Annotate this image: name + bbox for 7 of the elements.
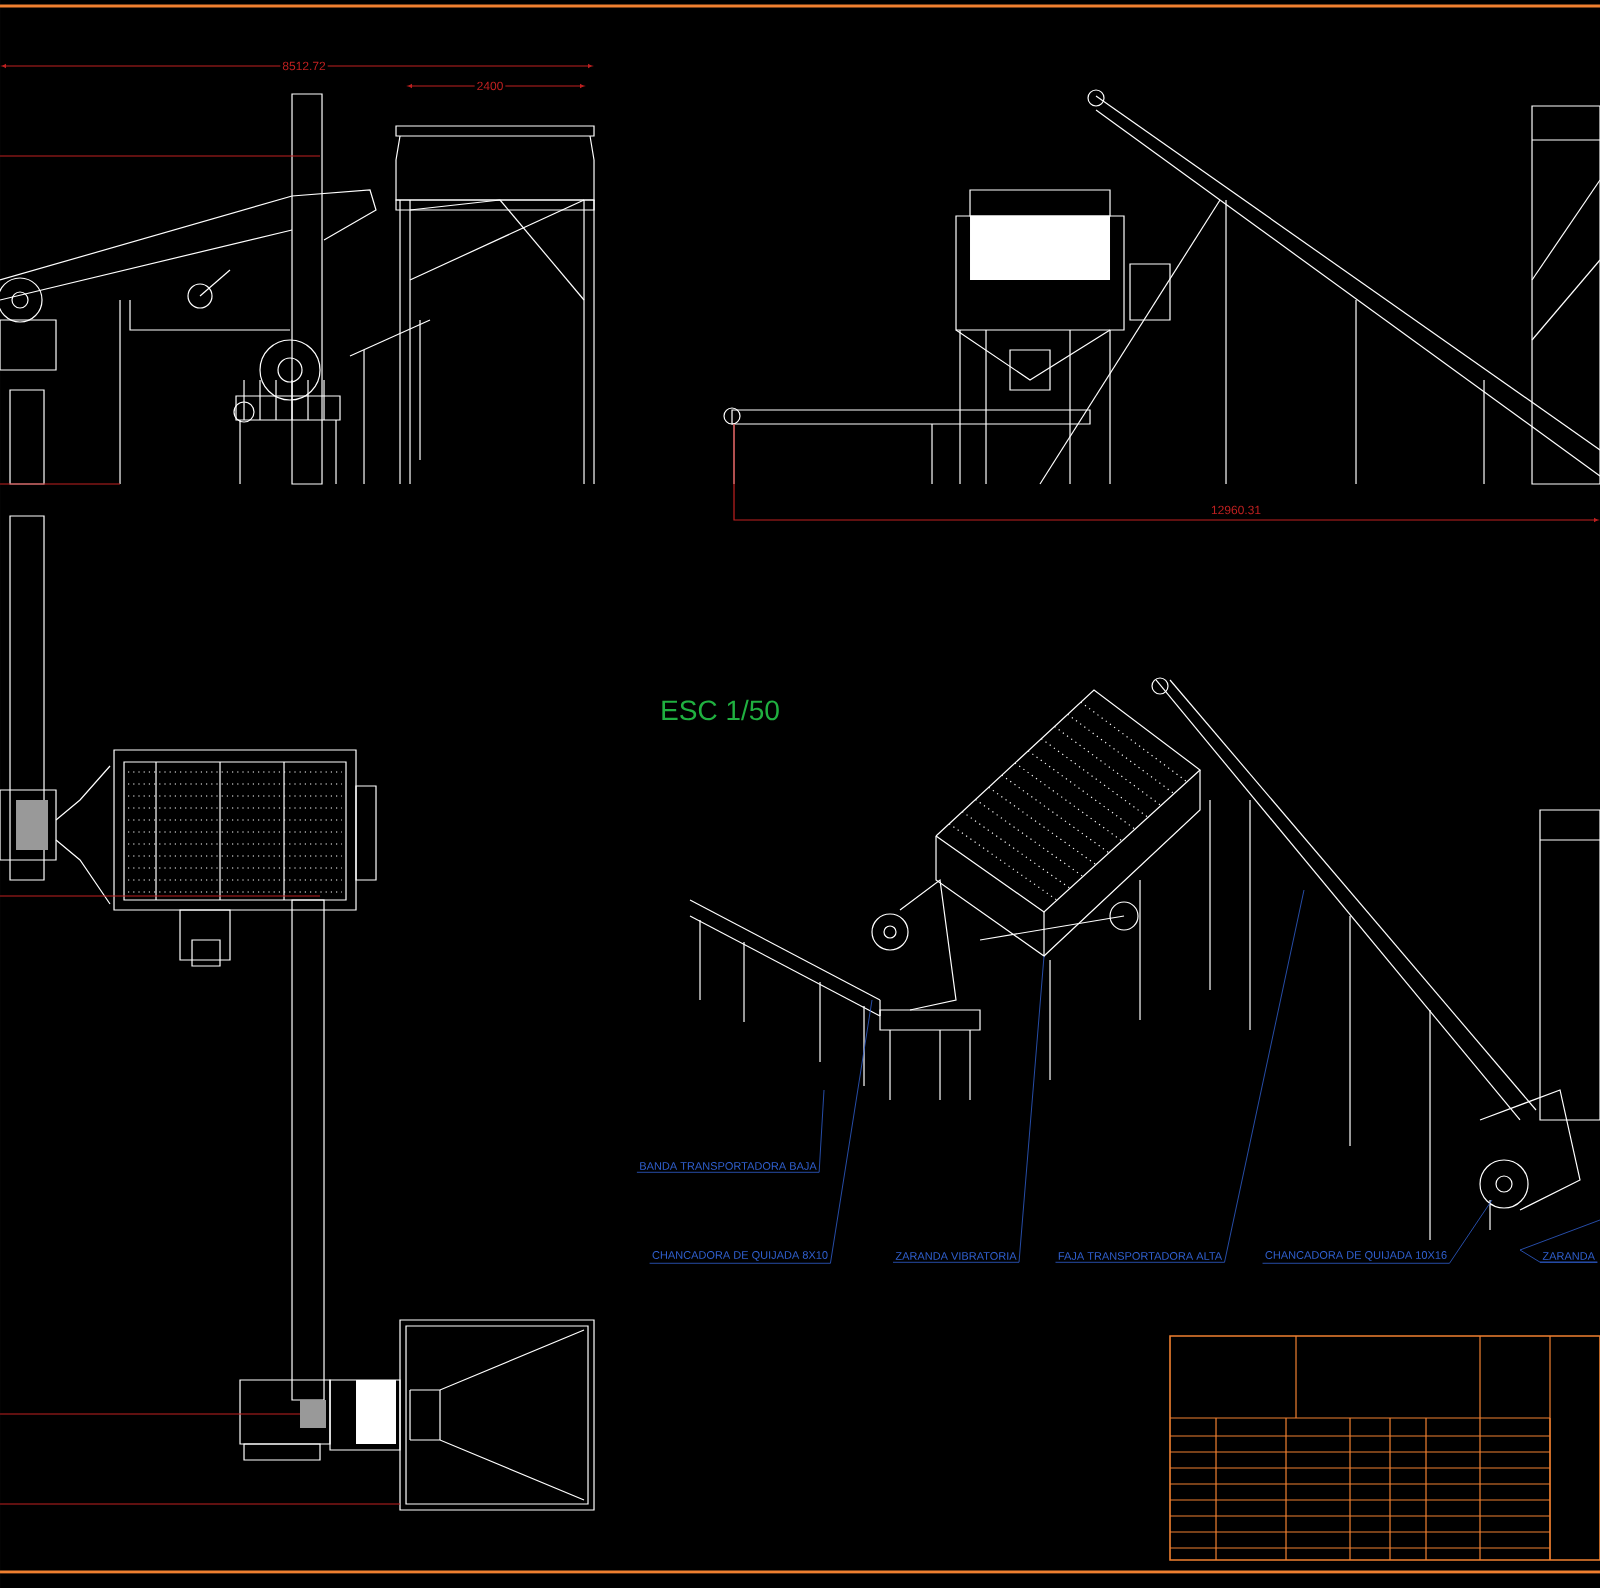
leader-line: [1055, 889, 1305, 1263]
leader-line: [636, 1089, 825, 1173]
leader-line: [1262, 1199, 1493, 1264]
scale-note: ESC 1/50: [658, 697, 782, 723]
leader-line: [892, 955, 1045, 1263]
leader-line: [649, 999, 873, 1264]
leader-line: [1519, 1219, 1600, 1263]
